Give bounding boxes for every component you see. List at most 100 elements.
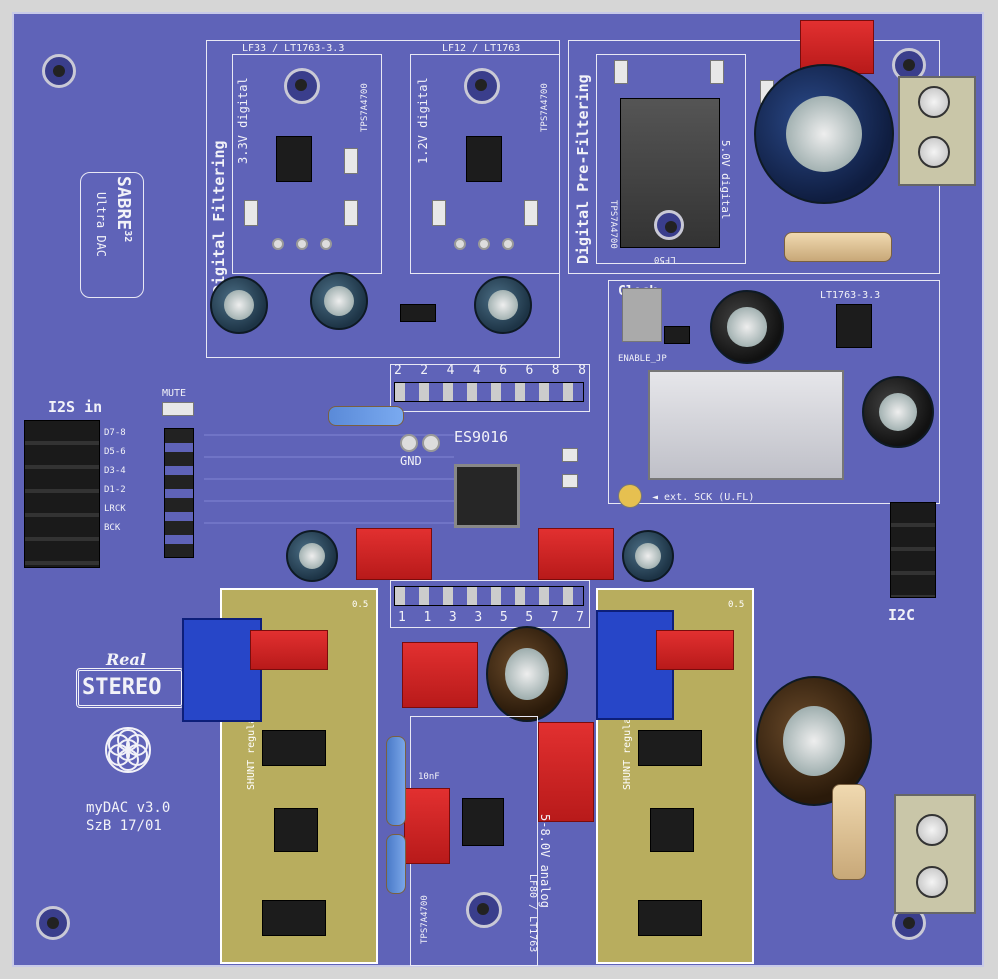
reg1-side-label: 3.3V digital — [236, 77, 250, 164]
reg2-pin1 — [454, 238, 466, 250]
ufl-connector[interactable] — [618, 484, 642, 508]
analog-red-cap-3 — [404, 788, 450, 864]
shunt-ic-right — [650, 808, 694, 852]
top-pin-num: 6 — [499, 363, 508, 378]
flower-of-life-icon — [105, 727, 151, 773]
reg1-pin2 — [296, 238, 308, 250]
top-pin-num: 8 — [551, 363, 560, 378]
top-pin-num: 4 — [446, 363, 455, 378]
reg1-cap-10nf — [344, 148, 358, 174]
bottom-pin-num: 5 — [499, 610, 508, 625]
filter-cap-3 — [474, 276, 532, 334]
bottom-pin-num: 5 — [525, 610, 534, 625]
stereo-label: STEREO — [82, 675, 162, 700]
gnd-pin-1 — [400, 434, 418, 452]
ferrite-bead — [400, 304, 436, 322]
reg3-smd-2 — [710, 60, 724, 84]
es9016-chip — [454, 464, 520, 528]
reg2-tab-hole — [464, 68, 500, 104]
terminal-screw-2 — [918, 136, 950, 168]
reg2-title: LF12 / LT1763 — [442, 43, 521, 54]
mid-cap-right — [622, 530, 674, 582]
reg2-pin3 — [502, 238, 514, 250]
mute-label: MUTE — [162, 388, 187, 399]
clock-smd-ic — [664, 326, 690, 344]
reg4-title: LT1763-3.3 — [820, 290, 881, 301]
reg3-part: TPS7A4700 — [608, 200, 618, 249]
top-header-numbers: 2 2 4 4 6 6 8 8 — [394, 363, 586, 378]
i2s-header[interactable] — [24, 420, 100, 568]
bottom-pin-num: 7 — [576, 610, 584, 625]
mid-cap-left — [286, 530, 338, 582]
sabre-sup: 32 — [122, 230, 133, 243]
reg1-pin3 — [320, 238, 332, 250]
reg4-ic — [836, 304, 872, 348]
i2s-pin-label: BCK — [104, 523, 121, 533]
sabre-logo: SABRE32 — [113, 176, 134, 242]
board-title: myDAC v3.0 — [86, 800, 171, 816]
trim-pot-left[interactable] — [182, 618, 262, 722]
ext-sck-label: ◄ ext. SCK (U.FL) — [652, 492, 755, 503]
bottom-pin-num: 1 — [398, 610, 406, 625]
top-pin-num: 4 — [472, 363, 481, 378]
reg1-ic — [276, 136, 312, 182]
analog-red-cap-1 — [402, 642, 478, 708]
i2s-in-label: I2S in — [48, 398, 103, 416]
top-pin-num: 6 — [525, 363, 534, 378]
reg2-side-label: 1.2V digital — [416, 77, 430, 164]
bottom-pin-num: 3 — [448, 610, 457, 625]
gnd-label: GND — [400, 454, 422, 468]
i2s-pin-label: D1-2 — [104, 485, 126, 495]
bottom-header-numbers: 1 1 3 3 5 5 7 7 — [398, 610, 584, 625]
terminal-screw-3 — [916, 814, 948, 846]
analog-resistor-1 — [386, 736, 406, 826]
reg2-outline — [410, 54, 560, 274]
analog-cap-1 — [486, 626, 568, 722]
reg3-bottom: LF50 — [654, 254, 676, 264]
power-resistor-bottom — [832, 784, 866, 880]
reg5-10nf: 10nF — [418, 772, 440, 782]
reg2-pin2 — [478, 238, 490, 250]
shunt-transistor-l2 — [262, 900, 326, 936]
top-pin-num: 2 — [420, 363, 429, 378]
mounting-hole-tl — [42, 54, 76, 88]
sabre-logo-outline — [80, 172, 144, 298]
shunt-transistor-r1 — [638, 730, 702, 766]
reg1-cap-l — [244, 200, 258, 226]
clock-box — [608, 280, 940, 504]
reg5-part: TPS7A4700 — [420, 895, 430, 944]
shunt-ver-left: 0.5 — [352, 600, 369, 610]
bottom-pin-num: 3 — [474, 610, 483, 625]
author-date: SzB 17/01 — [86, 818, 162, 834]
analog-resistor-2 — [386, 834, 406, 894]
mounting-hole-tr — [892, 48, 926, 82]
top-header-pins — [394, 382, 584, 402]
enable-jp-label: ENABLE_JP — [618, 354, 667, 364]
reg3-smd-1 — [614, 60, 628, 84]
chip-smd-2 — [562, 474, 578, 488]
sabre-text: SABRE — [113, 176, 134, 231]
reg3-tab-hole — [654, 210, 684, 240]
i2s-pin-label: D5-6 — [104, 447, 126, 457]
reg2-cap-l — [432, 200, 446, 226]
bottom-header-pins — [394, 586, 584, 606]
clock-jumper[interactable] — [622, 288, 662, 342]
reg2-part: TPS7A4700 — [540, 83, 550, 132]
bottom-header-outline — [390, 580, 590, 628]
digital-filtering-label: Digital Filtering — [210, 140, 228, 294]
reg1-outline — [232, 54, 382, 274]
analog-red-cap-2 — [538, 722, 594, 822]
mute-led — [162, 402, 194, 416]
reg5-ic — [462, 798, 504, 846]
shunt-ver-right: 0.5 — [728, 600, 745, 610]
i2s-pin-label: D3-4 — [104, 466, 126, 476]
pcb-board: Digital Filtering LF33 / LT1763-3.3 3.3V… — [12, 12, 984, 967]
power-cap-top — [754, 64, 894, 204]
i2s-resistor-array — [164, 428, 194, 558]
i2c-header[interactable] — [890, 502, 936, 598]
filter-cap-2 — [310, 272, 368, 330]
i2s-pin-label: D7-8 — [104, 428, 126, 438]
i2c-label: I2C — [888, 606, 916, 624]
prefiltering-label: Digital Pre-Filtering — [574, 74, 592, 264]
reg1-title: LF33 / LT1763-3.3 — [242, 43, 345, 54]
